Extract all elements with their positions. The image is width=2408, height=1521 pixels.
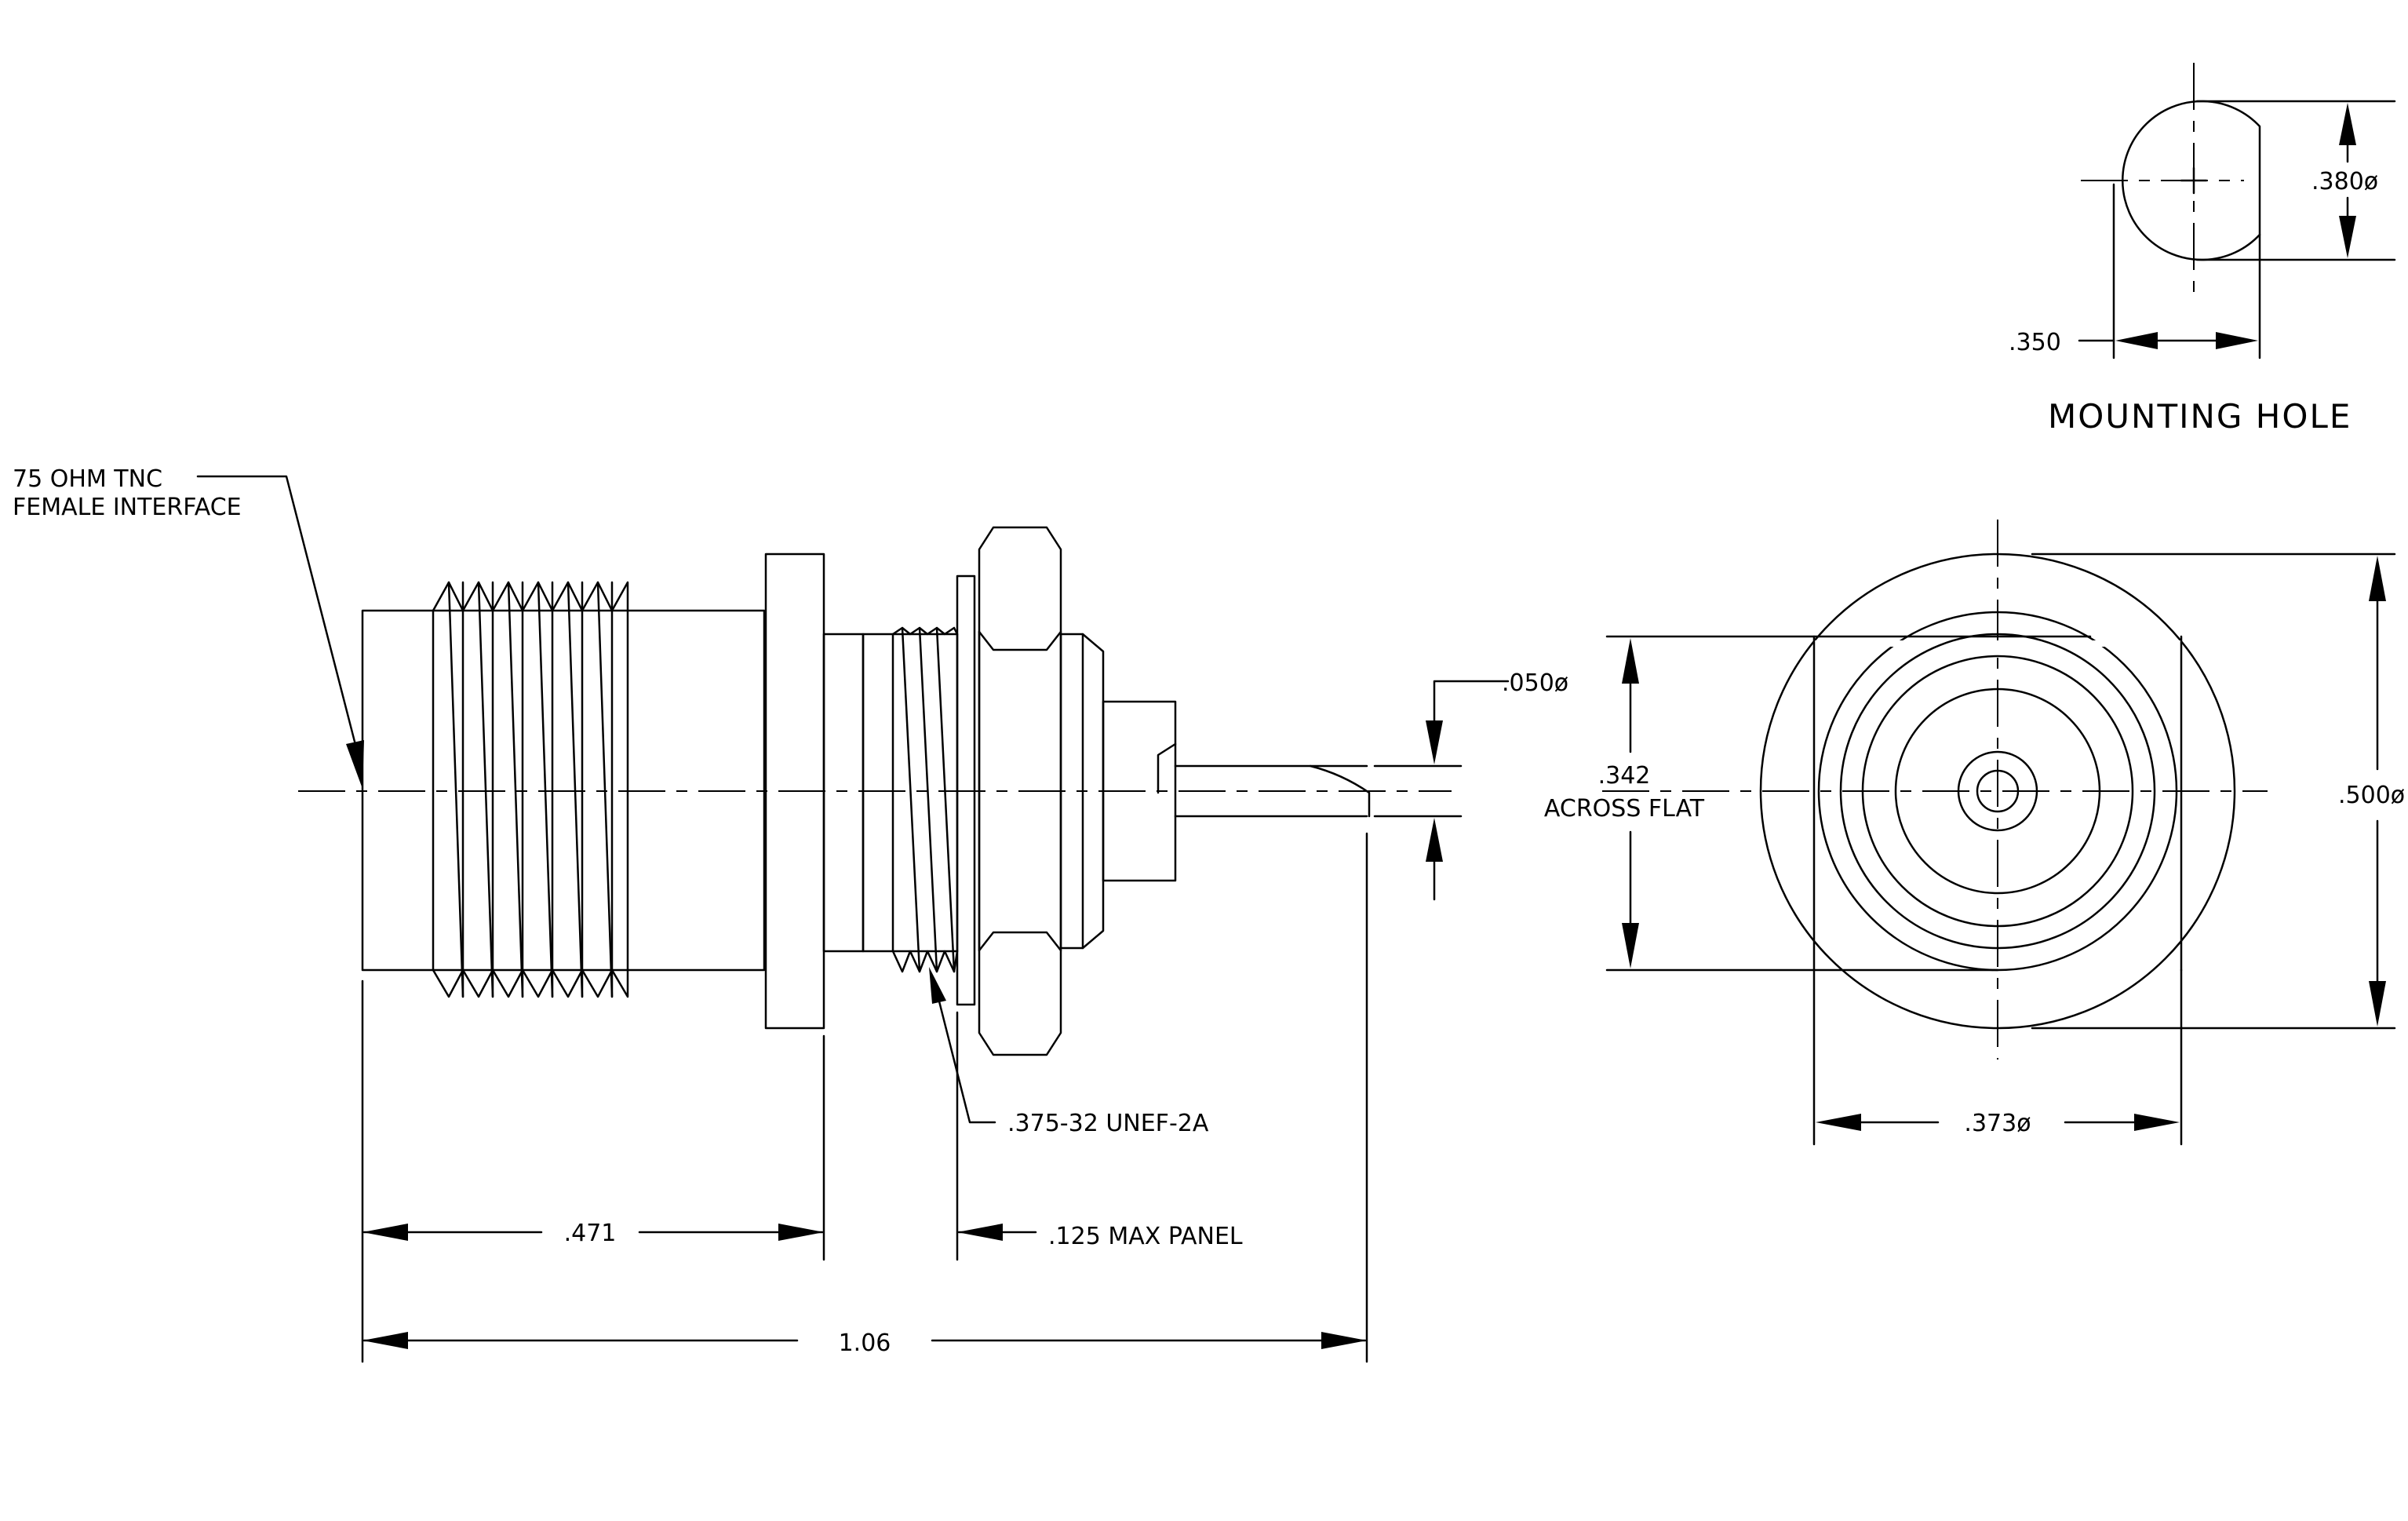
dim-380 xyxy=(2339,103,2356,258)
lock-washer xyxy=(956,574,976,1006)
dim-350 xyxy=(2078,332,2258,349)
dim-125 xyxy=(957,1224,1037,1241)
dim-500 xyxy=(2369,556,2386,1027)
dim-373 xyxy=(1816,1114,2180,1131)
hex-nut xyxy=(978,526,1062,1056)
front-body xyxy=(361,609,766,972)
dim-106 xyxy=(362,1332,1367,1349)
dim-050 xyxy=(1426,680,1510,901)
dim-342 xyxy=(1622,638,1639,968)
solder-pin xyxy=(1174,764,1371,818)
insulator-ring xyxy=(1894,688,2101,895)
interface-label-line1: 75 OHM TNC xyxy=(13,465,162,493)
interface-label-line2: FEMALE INTERFACE xyxy=(13,494,242,521)
dim-125-label: .125 MAX PANEL xyxy=(1048,1223,1243,1250)
dim-350-label: .350 xyxy=(2009,329,2061,356)
interface-leader xyxy=(196,475,356,743)
hex-nut-outline xyxy=(1759,553,2236,1030)
side-view: 75 OHM TNC FEMALE INTERFACE .375-32 UNEF… xyxy=(13,465,1568,1363)
dim-471 xyxy=(362,1224,824,1241)
thread-leader-arrow xyxy=(929,967,946,1004)
dim-471-label: .471 xyxy=(564,1220,617,1247)
body-ring-2 xyxy=(1861,655,2134,928)
thread-label: .375-32 UNEF-2A xyxy=(1007,1110,1209,1137)
mounting-hole-label: MOUNTING HOLE xyxy=(2048,397,2352,436)
rear-body xyxy=(1059,633,1177,950)
dim-106-label: 1.06 xyxy=(839,1330,891,1357)
dim-050-label: .050ø xyxy=(1502,669,1568,697)
dim-500-label: .500ø xyxy=(2338,782,2405,809)
contact-outer xyxy=(1957,750,2038,832)
dim-380-label: .380ø xyxy=(2311,168,2378,195)
dim-342-label: .342 xyxy=(1598,762,1651,790)
interface-threads xyxy=(432,581,629,998)
contact-pin xyxy=(1976,769,2020,813)
mounting-hole-view: .380ø .350 MOUNTING HOLE xyxy=(2009,63,2396,436)
body-ring-1 xyxy=(1839,633,2156,950)
end-view: .342 ACROSS FLAT .500ø .373ø xyxy=(1544,520,2405,1146)
interface-leader-arrow xyxy=(346,740,364,789)
rear-thread-section xyxy=(822,626,959,973)
thread-leader xyxy=(937,997,996,1124)
across-flat-label: ACROSS FLAT xyxy=(1544,795,1705,823)
dim-373-label: .373ø xyxy=(1964,1110,2031,1137)
